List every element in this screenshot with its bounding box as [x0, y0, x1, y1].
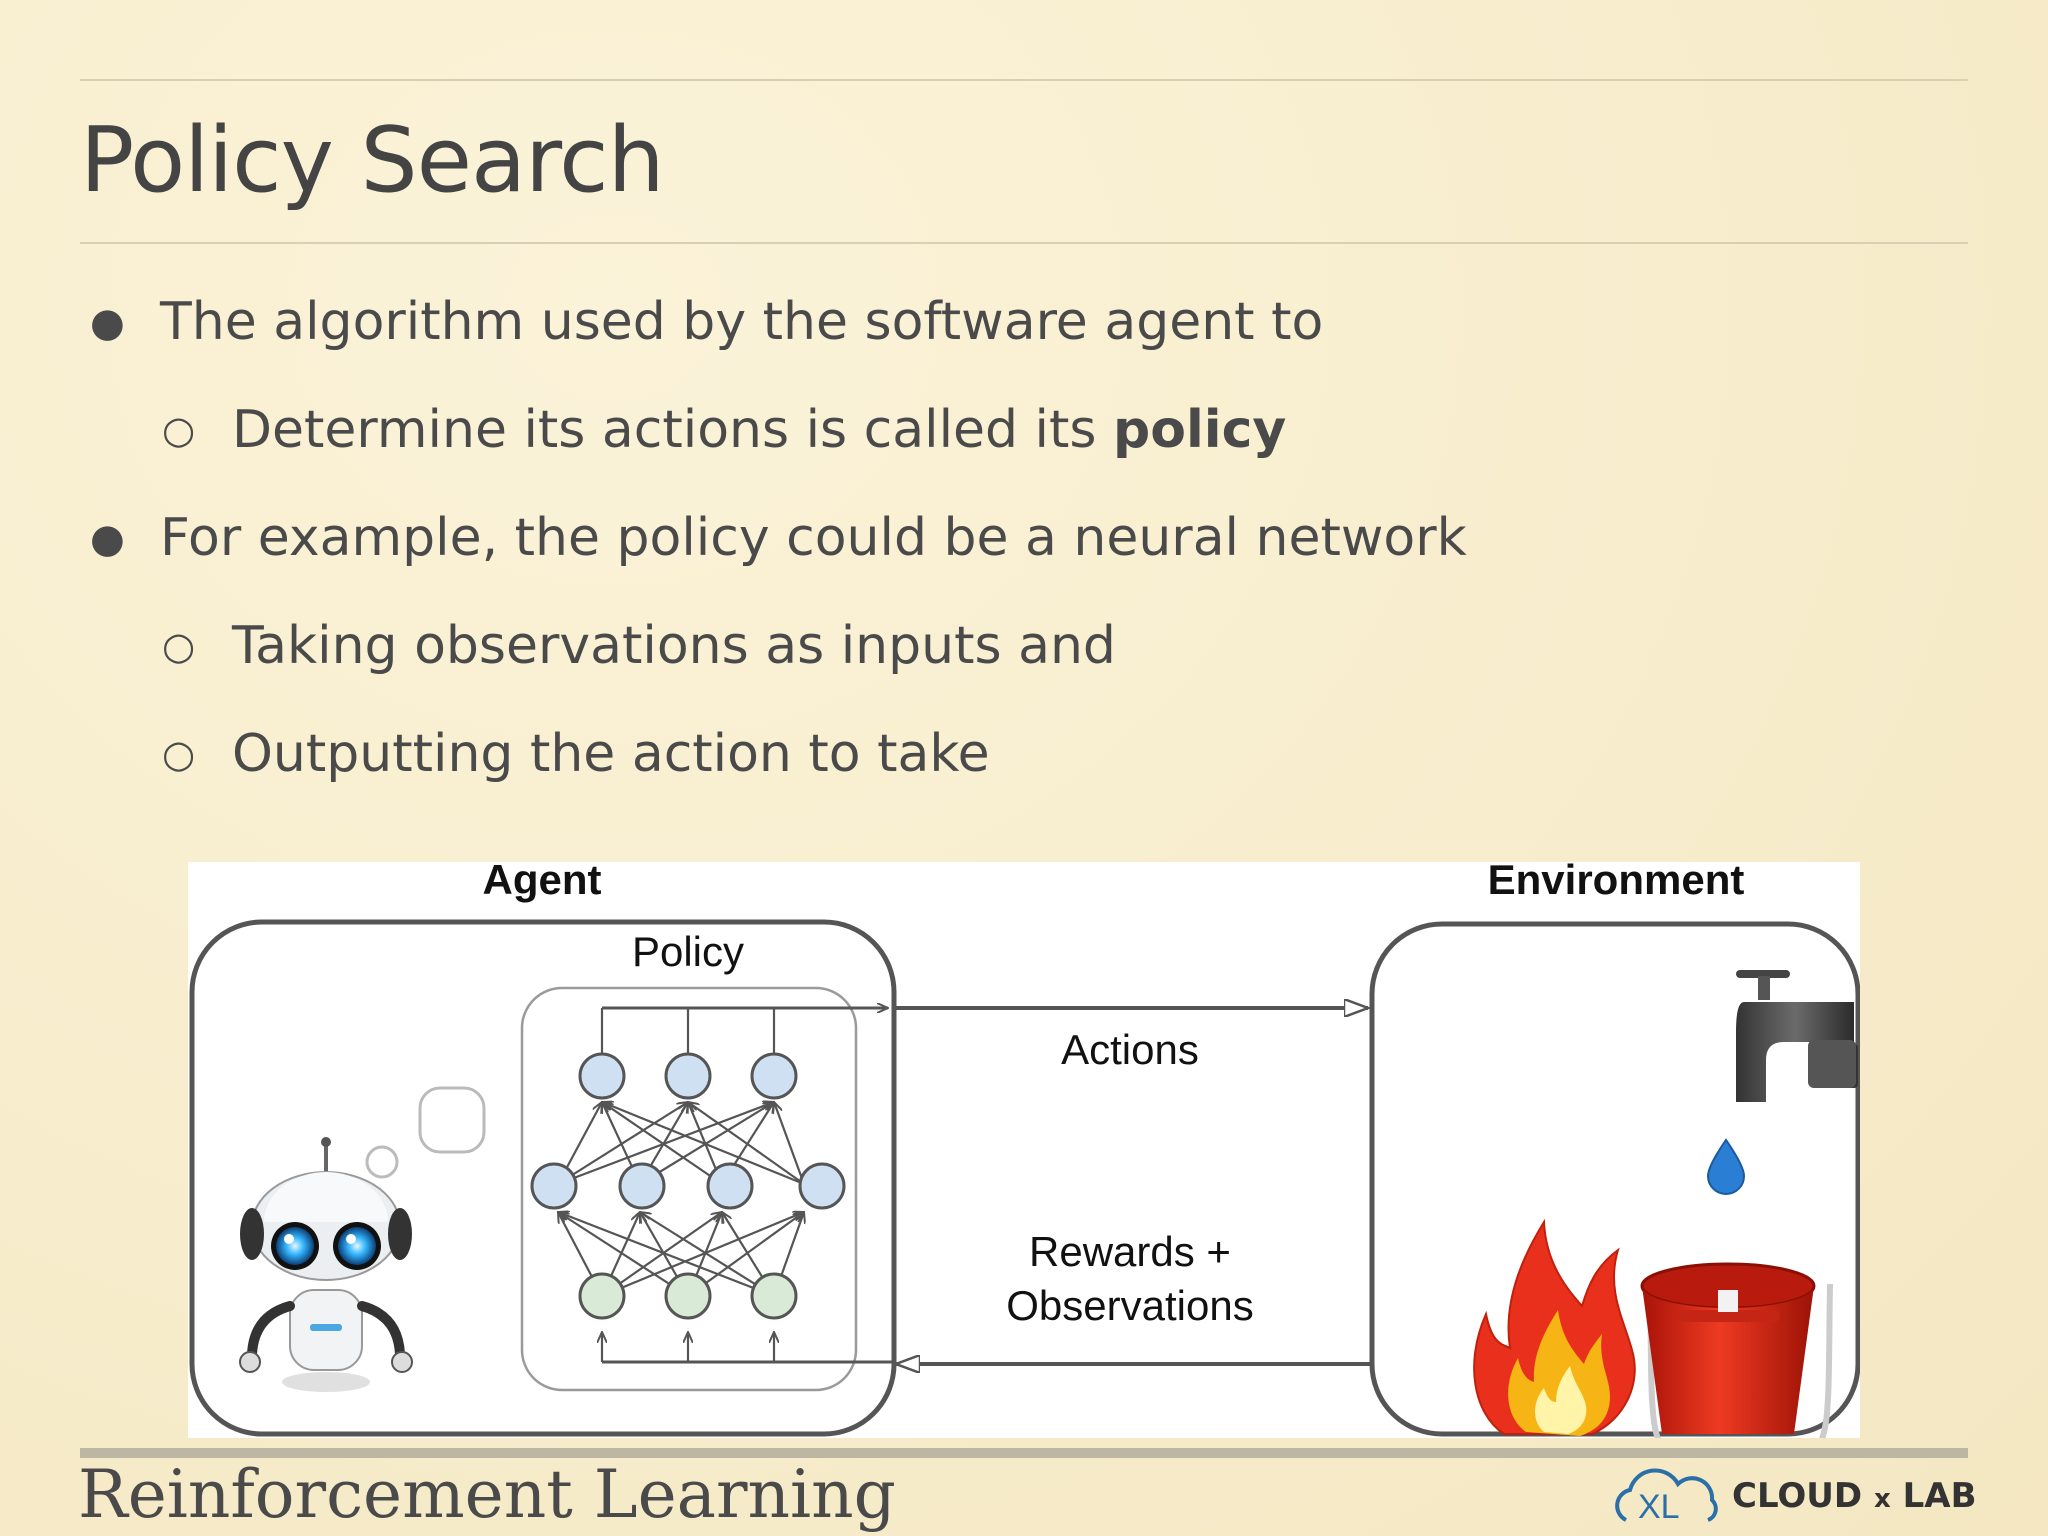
output-neuron: [664, 1052, 712, 1100]
output-neuron: [578, 1052, 626, 1100]
cloud-logo-icon: XL: [1615, 1468, 1718, 1526]
bucket-icon: [1640, 1262, 1833, 1457]
footer-rule: [80, 1448, 1968, 1458]
thought-bubble-large: [418, 1086, 486, 1154]
bullet-circle-icon: ○: [162, 624, 196, 668]
hidden-neuron: [706, 1162, 754, 1210]
water-drop-icon: [1706, 1138, 1746, 1195]
bullet-text: Outputting the action to take: [232, 724, 990, 784]
hidden-neuron: [618, 1162, 666, 1210]
agent-box: [189, 919, 897, 1437]
bullet-circle-icon: ○: [162, 732, 196, 776]
title-rule: [80, 242, 1968, 244]
agent-environment-diagram: Agent Environment Policy: [188, 856, 1861, 1457]
hidden-neuron: [798, 1162, 846, 1210]
observations-label: Observations: [1006, 1282, 1253, 1329]
policy-label: Policy: [632, 928, 744, 975]
slide-title: Policy Search: [80, 108, 665, 213]
agent-label: Agent: [483, 862, 602, 903]
faucet-icon: [1736, 970, 1858, 1102]
input-neuron: [664, 1272, 712, 1320]
actions-label: Actions: [1061, 1026, 1199, 1073]
cloudxlab-logo: XL CLOUD x LAB: [1608, 1466, 1977, 1530]
fire-icon: [1473, 1218, 1636, 1436]
policy-box: [520, 986, 858, 1392]
rewards-label: Rewards +: [1029, 1228, 1231, 1275]
input-neuron: [750, 1272, 798, 1320]
bullet-text: For example, the policy could be a neura…: [160, 508, 1467, 568]
top-rule: [80, 79, 1968, 81]
environment-label: Environment: [1488, 862, 1745, 903]
thought-bubble-small: [365, 1145, 399, 1179]
bullet-dot-icon: ●: [90, 516, 125, 562]
hidden-neurons: [530, 1162, 846, 1210]
network-connections: [558, 1008, 804, 1362]
environment-box: [1369, 921, 1861, 1437]
bullet-circle-icon: ○: [162, 408, 196, 452]
bullet-text: Determine its actions is called its poli…: [232, 400, 1287, 460]
robot-icon: [239, 1137, 413, 1392]
bullet-dot-icon: ●: [90, 300, 125, 346]
footer-title: Reinforcement Learning: [78, 1456, 896, 1533]
output-neurons: [578, 1052, 798, 1100]
policy-keyword: policy: [1113, 400, 1287, 460]
logo-wordmark: CLOUD x LAB: [1732, 1476, 1977, 1516]
input-neurons: [578, 1272, 798, 1320]
output-neuron: [750, 1052, 798, 1100]
bullet-text: The algorithm used by the software agent…: [160, 292, 1324, 352]
bullet-text: Taking observations as inputs and: [232, 616, 1116, 676]
input-neuron: [578, 1272, 626, 1320]
svg-text:XL: XL: [1638, 1488, 1680, 1526]
hidden-neuron: [530, 1162, 578, 1210]
